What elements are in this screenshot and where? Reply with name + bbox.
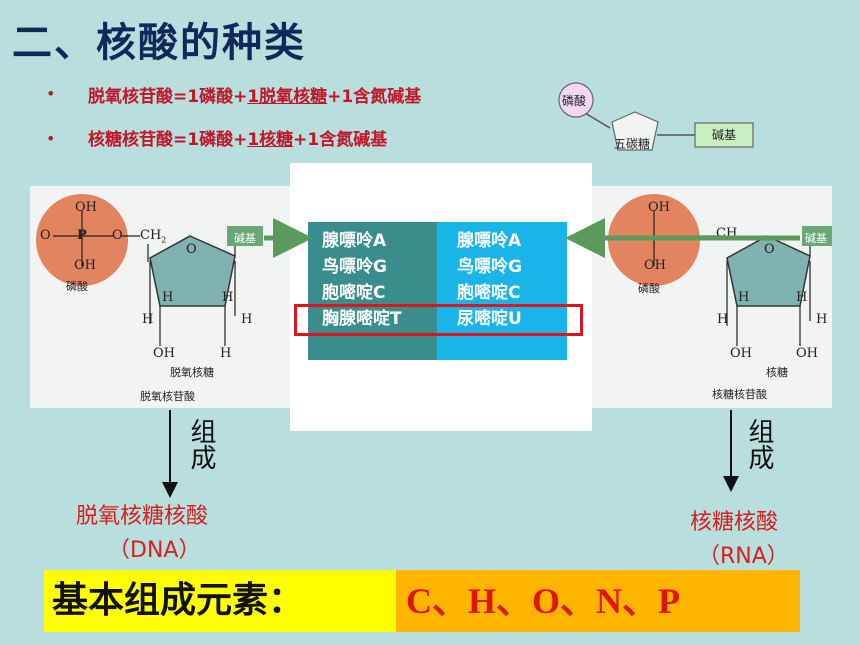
dna-compose-label: 组成: [186, 418, 216, 470]
dna-h3: H: [142, 312, 154, 327]
rna-sugar-label: 核糖: [766, 366, 788, 379]
rna-h1: H: [738, 290, 750, 305]
phosphate-circle: [558, 82, 594, 118]
bullet-ribonucleotide: 核糖核苷酸=1磷酸+1核糖+1含氮碱基: [88, 125, 387, 150]
dna-ch2-subscript: 2: [161, 235, 167, 245]
rna-base-item: 胞嘧啶C: [457, 283, 521, 303]
rna-result-abbr: （RNA）: [698, 544, 789, 569]
rna-oh-bottom: OH: [644, 258, 666, 273]
schema-phosphate-label: 磷酸: [562, 94, 587, 108]
dna-result-name: 脱氧核糖核酸: [76, 504, 209, 529]
dna-sugar-label: 脱氧核糖: [170, 366, 214, 379]
rna-compose-label: 组成: [744, 418, 774, 470]
rna-base-box: 碱基: [805, 232, 827, 245]
elements-label: 基本组成元素：: [44, 570, 396, 632]
base-rect: [694, 122, 754, 148]
elements-row: 基本组成元素： C、H、O、N、P: [44, 570, 800, 632]
schema-sugar-label: 五碳糖: [614, 137, 651, 151]
difference-highlight-box: [294, 304, 583, 336]
nucleotide-schema-lines: [558, 82, 754, 151]
rna-base-item: 鸟嘌呤G: [457, 257, 522, 277]
page-title: 二、核酸的种类: [12, 20, 306, 66]
bullet-dot: •: [46, 84, 56, 103]
rna-base-item: 腺嘌呤A: [457, 231, 522, 251]
schema-base-label: 碱基: [712, 128, 737, 142]
dna-oh-bottom: OH: [74, 258, 96, 273]
rna-base-item: 尿嘧啶U: [457, 309, 522, 329]
rna-nucleotide-label: 核糖核苷酸: [712, 388, 767, 401]
dna-o-left: O: [40, 228, 51, 243]
dna-h4: H: [241, 312, 253, 327]
dna-ring-o: O: [186, 242, 197, 257]
bullet-text: +1含氮碱基: [293, 130, 388, 150]
bullet-deoxynucleotide: 脱氧核苷酸=1磷酸+1脱氧核糖+1含氮碱基: [88, 82, 421, 107]
sugar-pentagon: [611, 111, 659, 151]
dna-bases-list: 腺嘌呤A 鸟嘌呤G 胞嘧啶C 胸腺嘧啶T: [308, 222, 437, 332]
rna-bases-column: 腺嘌呤A 鸟嘌呤G 胞嘧啶C 尿嘧啶U: [437, 222, 567, 360]
dna-h1: H: [162, 290, 174, 305]
rna-oh1: OH: [730, 346, 752, 361]
rna-h2: H: [796, 290, 808, 305]
dna-base-item: 腺嘌呤A: [322, 231, 387, 251]
dna-structure-drawing: [36, 194, 263, 346]
rna-phosphate-label: 磷酸: [638, 282, 660, 295]
bullet-underlined: 1脱氧核糖: [247, 87, 328, 107]
rna-h3: H: [717, 312, 729, 327]
rna-oh-top: OH: [648, 200, 670, 215]
dna-phosphate-label: 磷酸: [66, 280, 88, 293]
dna-p: P: [77, 228, 87, 243]
rna-oh2: OH: [796, 346, 818, 361]
bullet-dot: •: [46, 129, 56, 148]
rna-ring-o: O: [764, 242, 775, 257]
dna-o-mid: O: [112, 228, 123, 243]
dna-bases-column: 腺嘌呤A 鸟嘌呤G 胞嘧啶C 胸腺嘧啶T: [308, 222, 437, 360]
dna-h2: H: [222, 290, 234, 305]
dna-base-item: 胞嘧啶C: [322, 283, 386, 303]
dna-ch2: CH2: [140, 228, 166, 245]
elements-value: C、H、O、N、P: [396, 570, 800, 632]
dna-base-item: 鸟嘌呤G: [322, 257, 387, 277]
dna-nucleotide-panel: OH O P O CH2 OH O 碱基 磷酸 H H H H OH H 脱氧核…: [30, 186, 292, 408]
dna-h5: H: [220, 346, 232, 361]
bullet-text: 核糖核苷酸=1磷酸+: [88, 130, 248, 150]
dna-result-abbr: （DNA）: [108, 538, 201, 563]
dna-ch2-text: CH: [140, 228, 162, 243]
rna-result-name: 核糖核酸: [690, 510, 779, 535]
bullet-text: 脱氧核苷酸=1磷酸+: [88, 87, 248, 107]
rna-h4: H: [816, 312, 828, 327]
rna-bases-list: 腺嘌呤A 鸟嘌呤G 胞嘧啶C 尿嘧啶U: [437, 222, 567, 332]
dna-oh-top: OH: [75, 200, 97, 215]
dna-base-box: 碱基: [234, 232, 256, 245]
bullet-underlined: 1核糖: [247, 130, 294, 150]
dna-oh-sugar: OH: [153, 346, 175, 361]
dna-base-item: 胸腺嘧啶T: [322, 309, 402, 329]
dna-nucleotide-label: 脱氧核苷酸: [140, 390, 195, 403]
bullet-text: +1含氮碱基: [327, 87, 422, 107]
